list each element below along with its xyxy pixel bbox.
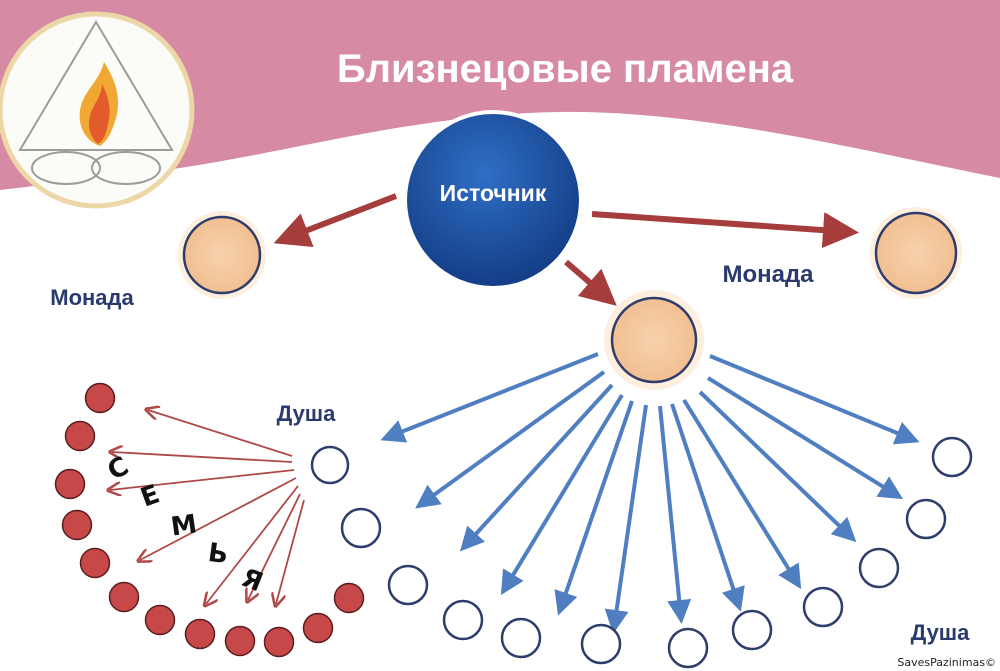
family-dot [224,625,256,657]
soul-arrow [500,393,624,596]
source-label: Источник [440,180,547,206]
soul-circle [500,617,542,659]
soul-arrows [380,352,920,634]
family-arrow [206,485,299,604]
family-dot [302,612,334,644]
family-letter: М [169,509,199,542]
soul-circle [340,507,382,549]
family-arrow [140,477,297,560]
soul-arrow [709,354,920,445]
family-arrows [110,410,305,604]
family-dot [263,626,295,658]
family-dot [184,618,216,650]
source-node: Источник [403,110,583,290]
soul-circle [802,586,844,628]
family-letter: С [103,451,134,486]
soul-circle [387,564,429,606]
family-dot [79,547,111,579]
soul-arrow [604,404,648,634]
family-arrow [276,499,305,604]
soul-arrow [554,400,634,616]
family-dot [54,468,86,500]
diagram-title: Близнецовые пламена [337,47,794,91]
soul-arrow [706,376,904,500]
arrow-to-soul-monad [564,259,617,306]
soul-circles [340,436,973,669]
header-band [0,0,1000,190]
monad-left-label: Монада [50,285,134,310]
soul-arrow [380,352,599,443]
family-arrow [148,410,293,457]
family-dot [108,581,140,613]
soul-arrow [459,383,614,552]
monad-right [870,207,962,299]
family-letter: Ь [206,538,230,570]
soul-monad [604,290,704,390]
monad-right-label: Монада [722,261,814,288]
family-dot [64,420,96,452]
monad-left [178,211,266,299]
soul-arrow [698,390,857,543]
family-dot [144,604,176,636]
family-arrow [112,452,293,463]
family-dots [54,382,365,658]
family-dot [61,509,93,541]
soul-arrow [415,370,606,509]
soul-arrow [670,403,745,612]
family-dot [333,582,365,614]
family-dot [84,382,116,414]
soul-arrow [682,398,802,590]
soul-arrow [658,405,692,624]
copyright-text: SavesPazinimas© [897,656,996,669]
soul-top-label: Душа [277,401,337,426]
soul-circle-main [310,445,350,485]
family-letter: Я [237,563,267,598]
soul-circle [580,623,622,665]
soul-bottom-label: Душа [911,620,971,645]
arrow-to-right-monad [591,211,859,249]
soul-circle [731,609,773,651]
arrow-to-left-monad [273,193,398,248]
soul-circle [858,547,900,589]
soul-circle [442,599,484,641]
soul-circle [667,627,709,669]
family-arrow [248,493,301,600]
logo-emblem [0,11,195,209]
soul-circle [905,498,947,540]
soul-circle [931,436,973,478]
family-arrow [110,469,295,490]
